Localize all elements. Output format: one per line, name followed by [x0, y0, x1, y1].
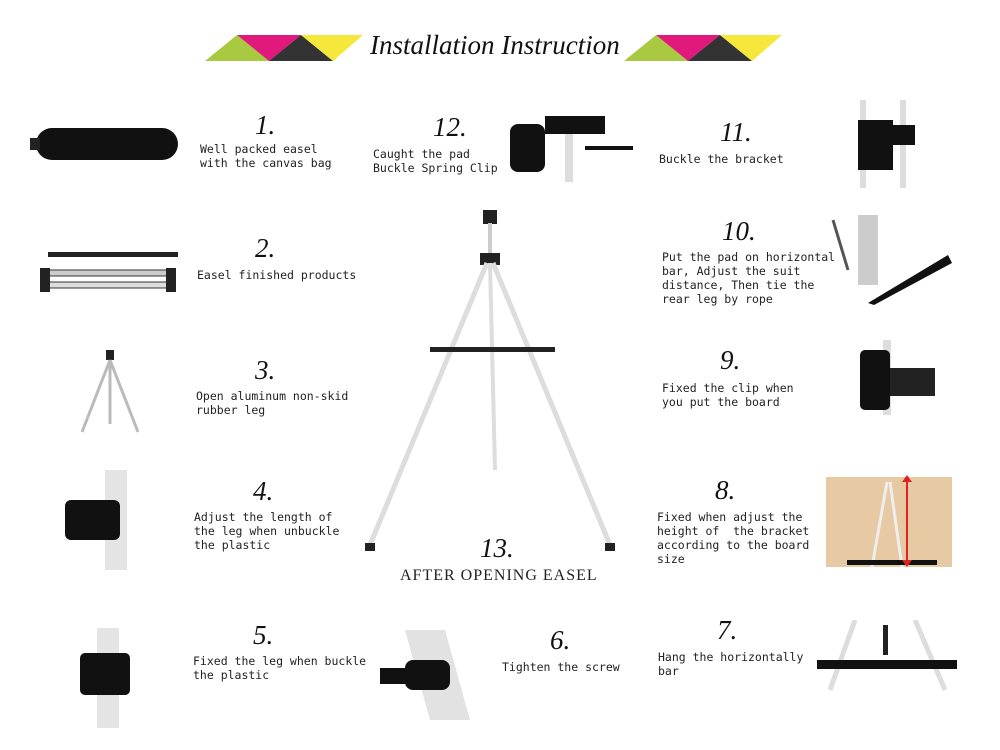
- page-title: Installation Instruction: [370, 30, 620, 60]
- step-2-text: Easel finished products: [197, 268, 357, 282]
- easel-parts-image: [40, 252, 178, 292]
- leg-clip-unbuckled-image: [65, 470, 127, 570]
- step-12-number: 12.: [433, 112, 467, 142]
- leg-clip-buckled-image: [80, 628, 130, 728]
- step-8-number: 8.: [715, 475, 736, 505]
- step-6-number: 6.: [550, 625, 571, 655]
- step-1-number: 1.: [255, 110, 276, 140]
- board-clip-image: [860, 340, 935, 415]
- step-7-number: 7.: [717, 615, 738, 645]
- step-10-text: Put the pad on horizontal bar, Adjust th…: [662, 250, 836, 306]
- step-13-text: AFTER OPENING EASEL: [400, 567, 598, 584]
- assembled-easel-image: [365, 210, 615, 551]
- canvas-bag-image: [30, 128, 178, 160]
- decorative-triangles-left: [205, 35, 363, 61]
- step-3-text: Open aluminum non-skid rubber leg: [196, 389, 349, 417]
- bracket-image: [858, 100, 915, 188]
- step-2-number: 2.: [255, 233, 276, 263]
- tripod-image: [80, 350, 140, 433]
- step-11-number: 11.: [720, 117, 752, 147]
- step-5-number: 5.: [253, 620, 274, 650]
- step-4-number: 4.: [253, 476, 274, 506]
- step-9-text: Fixed the clip when you put the board: [662, 381, 794, 409]
- step-9-number: 9.: [720, 345, 741, 375]
- step-7-text: Hang the horizontally bar: [658, 650, 804, 678]
- board-height-image: [826, 475, 952, 568]
- step-13-number: 13.: [480, 533, 514, 563]
- step-10-number: 10.: [722, 216, 756, 246]
- rope-image: [831, 215, 952, 305]
- spring-clip-image: [510, 116, 633, 182]
- step-12-text: Caught the pad Buckle Spring Clip: [373, 147, 498, 175]
- step-11-text: Buckle the bracket: [659, 152, 784, 166]
- step-5-text: Fixed the leg when buckle the plastic: [193, 654, 367, 682]
- decorative-triangles-right: [624, 35, 782, 61]
- step-1-text: Well packed easel with the canvas bag: [200, 142, 332, 170]
- step-4-text: Adjust the length of the leg when unbuck…: [194, 510, 340, 552]
- step-6-text: Tighten the screw: [502, 660, 620, 674]
- screw-image: [380, 630, 470, 720]
- step-3-number: 3.: [255, 355, 276, 385]
- horizontal-bar-image: [817, 620, 957, 691]
- step-8-text: Fixed when adjust the height of the brac…: [657, 510, 810, 566]
